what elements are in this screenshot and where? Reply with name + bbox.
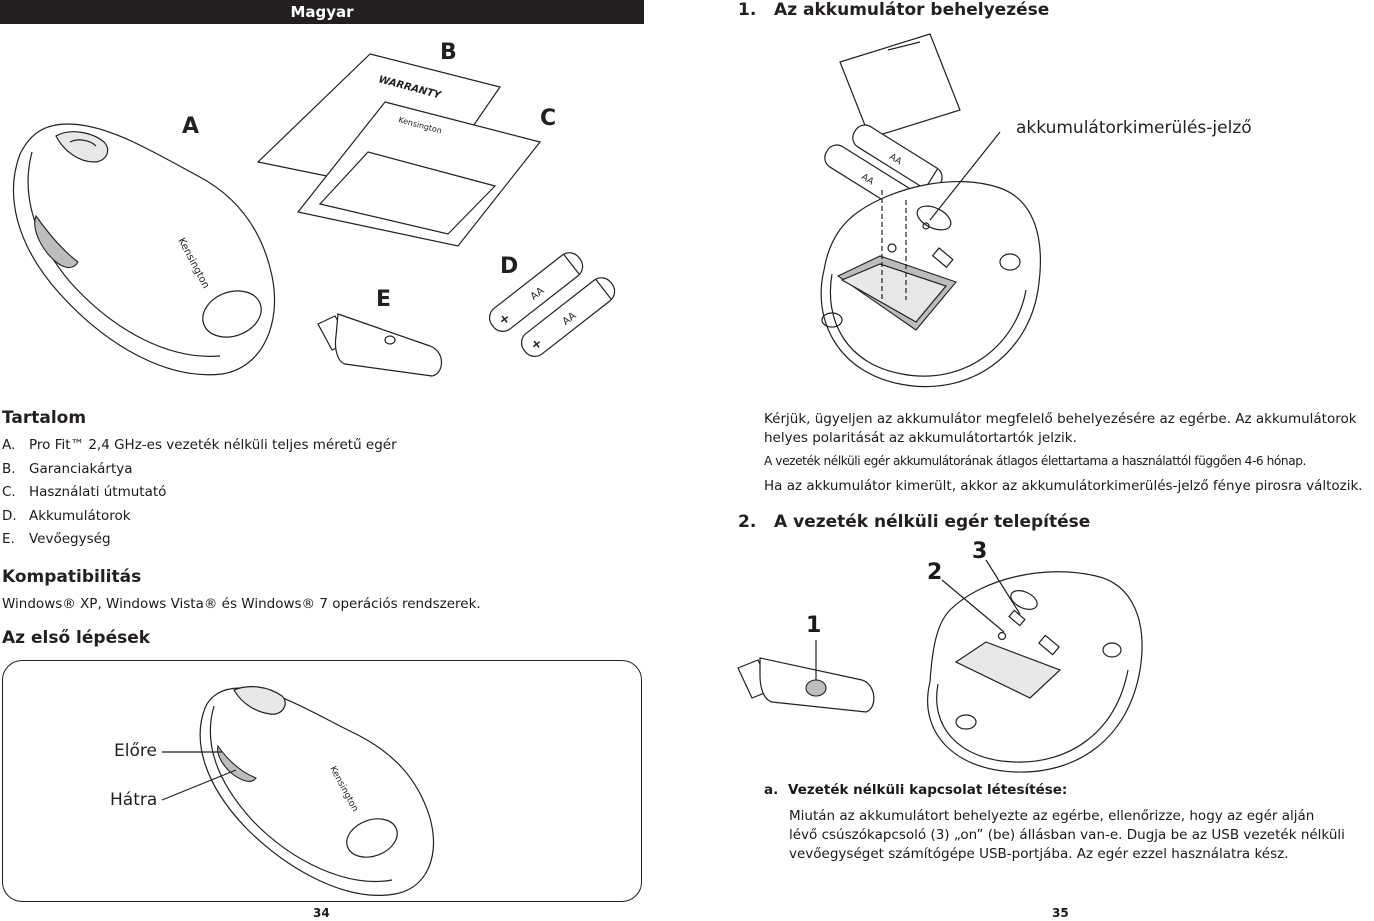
usb-receiver-illustration — [317, 313, 443, 377]
section1-indicator-text: Ha az akkumulátor kimerült, akkor az akk… — [764, 478, 1363, 494]
list-item: B.Garanciakártya — [2, 460, 133, 477]
step-number-3: 3 — [972, 539, 988, 564]
compatibility-text: Windows® XP, Windows Vista® és Windows® … — [2, 596, 481, 612]
manual-illustration: Kensington — [296, 101, 542, 247]
list-item: E.Vevőegység — [2, 531, 111, 547]
compatibility-heading: Kompatibilitás — [2, 567, 142, 587]
page-number-left: 34 — [313, 906, 330, 920]
forward-button-label: Előre — [114, 741, 157, 761]
subsection-a-text: Miután az akkumulátort behelyezte az egé… — [789, 808, 1345, 862]
step-number-1: 1 — [806, 613, 822, 638]
item-label-e: E — [376, 287, 392, 312]
batteries-illustration: AA + AA + — [488, 252, 616, 357]
battery-insertion-illustration: AA AA — [820, 33, 1041, 388]
getting-started-panel — [2, 660, 642, 902]
section1-battery-life-text: A vezeték nélküli egér akkumulátorának á… — [764, 454, 1306, 468]
item-label-b: B — [440, 40, 457, 65]
item-label-a: A — [182, 114, 200, 139]
item-label-c: C — [540, 106, 557, 131]
page-number-right: 35 — [1052, 906, 1069, 920]
mouse-illustration: Kensington — [12, 123, 276, 376]
back-button-label: Hátra — [110, 790, 158, 810]
subsection-a-heading: a.Vezeték nélküli kapcsolat létesítése: — [764, 782, 1068, 798]
language-header-bar: Magyar — [0, 0, 644, 24]
section1-heading: 1. Az akkumulátor behelyezése — [738, 0, 1050, 20]
battery-indicator-callout: akkumulátorkimerülés-jelző — [1016, 118, 1252, 138]
contents-heading: Tartalom — [2, 408, 87, 428]
section2-heading: 2. A vezeték nélküli egér telepítése — [738, 512, 1091, 532]
list-item: A.Pro Fit™ 2,4 GHz-es vezeték nélküli te… — [2, 437, 397, 453]
package-contents-illustration: Kensington WARRANTY Kensington AA + AA + — [12, 53, 616, 377]
list-item: D.Akkumulátorok — [2, 507, 131, 524]
step-number-2: 2 — [927, 560, 943, 585]
contents-list: A.Pro Fit™ 2,4 GHz-es vezeték nélküli te… — [2, 434, 397, 552]
section1-paragraph1: Kérjük, ügyeljen az akkumulátor megfelel… — [764, 411, 1357, 446]
side-buttons-illustration: Kensington — [161, 686, 434, 896]
getting-started-heading: Az első lépések — [2, 628, 151, 648]
item-label-d: D — [500, 254, 519, 279]
list-item: C.Használati útmutató — [2, 484, 167, 500]
wireless-setup-illustration — [737, 559, 1143, 773]
